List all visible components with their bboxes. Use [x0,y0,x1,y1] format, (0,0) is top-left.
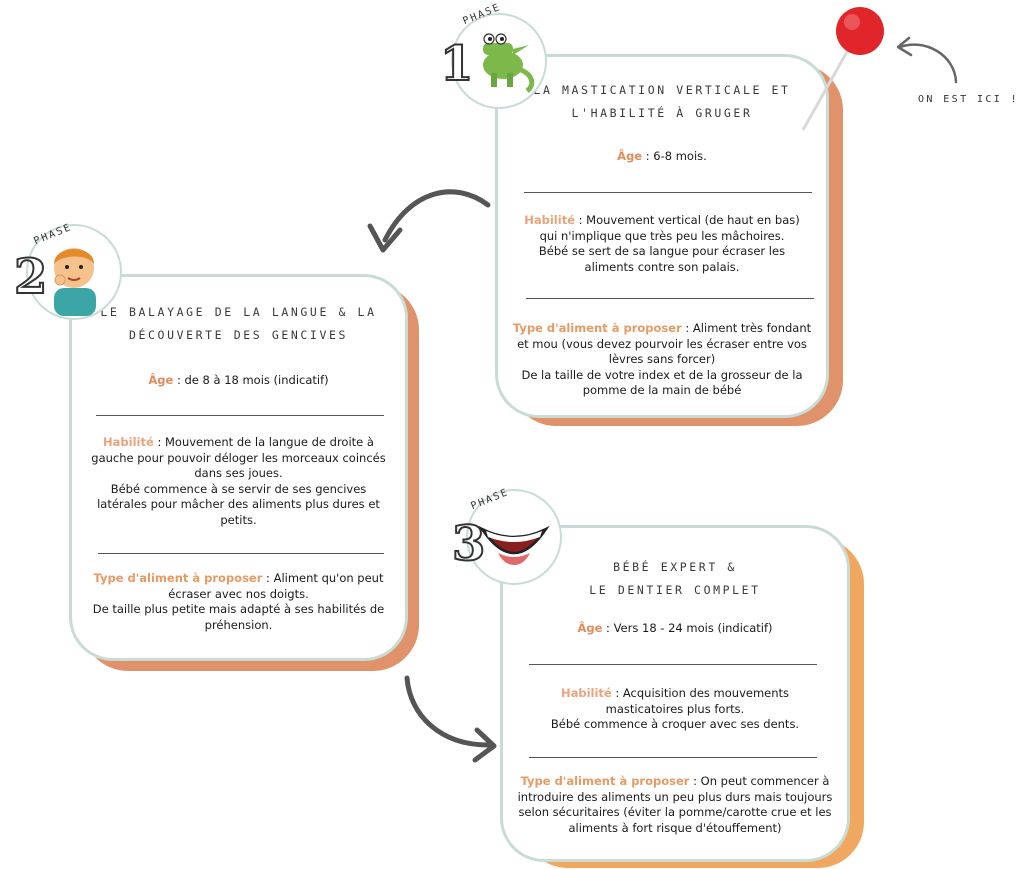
arrow-head-phase2 [367,223,403,253]
phase3-title-line2: LE DENTIER COMPLET [589,583,761,597]
phase2-habilite-text: : Mouvement de la langue de droite à gau… [91,435,386,480]
phase1-type-text2: De la taille de votre index et de la gro… [521,367,803,398]
phase1-number: 1 [439,36,474,92]
phase2-card: LE BALAYAGE DE LA LANGUE & LA DÉCOUVERTE… [69,274,408,661]
phase1-title-line1: LA MASTICATION VERTICALE ET [533,83,791,97]
phase1-badge [451,13,547,109]
phase2-age: Âge : de 8 à 18 mois (indicatif) [82,373,395,389]
phase2-number: 2 [13,249,48,305]
smiling-mouth-icon [478,525,550,565]
phase1-age-label: Âge [617,149,643,163]
phase2-title: LE BALAYAGE DE LA LANGUE & LA DÉCOUVERTE… [72,301,405,347]
phase2-title-line1: LE BALAYAGE DE LA LANGUE & LA [100,305,377,319]
arrow-head-phase3 [472,727,497,763]
phase3-separator-2 [529,757,817,758]
phase2-type-text: : Aliment qu'on peut écraser avec nos do… [168,571,384,601]
phase2-habilite-label: Habilité [103,435,154,449]
phase2-habilite: Habilité : Mouvement de la langue de dro… [86,435,391,528]
phase2-separator-2 [98,553,384,554]
phase3-title: BÉBÉ EXPERT & LE DENTIER COMPLET [503,556,847,602]
phase1-type-text: : Aliment très fondant et mou (vous deve… [517,321,812,366]
phase3-habilite: Habilité : Acquisition des mouvements ma… [523,686,827,733]
phase3-age: Âge : Vers 18 - 24 mois (indicatif) [513,621,837,637]
phase3-badge [466,489,562,585]
phase3-card: BÉBÉ EXPERT & LE DENTIER COMPLET Âge : V… [500,525,850,862]
phase1-title: LA MASTICATION VERTICALE ET L'HABILITÉ À… [498,79,826,125]
phase1-habilite: Habilité : Mouvement vertical (de haut e… [516,213,808,275]
phase1-age-value: : 6-8 mois. [642,149,707,163]
pointer-arrow-head [896,36,913,57]
phase1-separator-2 [526,298,814,299]
phase2-badge [26,224,122,320]
arrow-phase2-to-phase3 [404,675,491,748]
phase1-habilite-text2: Bébé se sert de sa langue pour écraser l… [538,244,786,274]
phase3-number: 3 [451,516,486,572]
phase2-age-label: Âge [148,373,174,387]
phase2-type-text2: De taille plus petite mais adapté à ses … [92,602,385,632]
phase2-type-label: Type d'aliment à proposer [93,571,263,585]
phase3-title-line1: BÉBÉ EXPERT & [613,560,737,574]
phase2-type: Type d'aliment à proposer : Aliment qu'o… [92,571,385,633]
phase1-habilite-label: Habilité [524,213,575,227]
phase2-separator-1 [96,415,384,416]
phase1-type: Type d'aliment à proposer : Aliment très… [512,321,812,399]
phase2-habilite-text2: Bébé commence à se servir de ses gencive… [97,481,380,527]
arrow-phase1-to-phase2 [382,189,491,243]
phase1-habilite-text: : Mouvement vertical (de haut en bas) qu… [539,213,800,243]
phase3-habilite-text: : Acquisition des mouvements masticatoir… [605,686,790,716]
phase3-habilite-label: Habilité [560,686,612,700]
pointer-arrow [898,43,958,84]
phase1-card: LA MASTICATION VERTICALE ET L'HABILITÉ À… [495,54,829,418]
phase3-habilite-text2: Bébé commence à croquer avec ses dents. [550,717,800,731]
phase3-age-label: Âge [577,621,603,635]
crocodile-icon [483,33,535,93]
phase3-type-text: : On peut commencer à introduire des ali… [517,774,833,835]
boy-eating-icon [54,248,96,316]
pointer-label: ON EST ICI ! [918,94,1020,105]
phase3-age-value: : Vers 18 - 24 mois (indicatif) [602,621,773,635]
phase3-type: Type d'aliment à proposer : On peut comm… [517,774,833,836]
phase3-separator-1 [529,664,817,665]
phase1-separator-1 [524,192,812,193]
phase2-age-value: : de 8 à 18 mois (indicatif) [173,373,329,387]
phase1-type-label: Type d'aliment à proposer [512,321,682,335]
phase1-title-line2: L'HABILITÉ À GRUGER [571,106,753,120]
phase2-title-line2: DÉCOUVERTE DES GENCIVES [128,328,349,342]
phase1-age: Âge : 6-8 mois. [508,149,816,165]
phase3-type-label: Type d'aliment à proposer [520,774,690,788]
